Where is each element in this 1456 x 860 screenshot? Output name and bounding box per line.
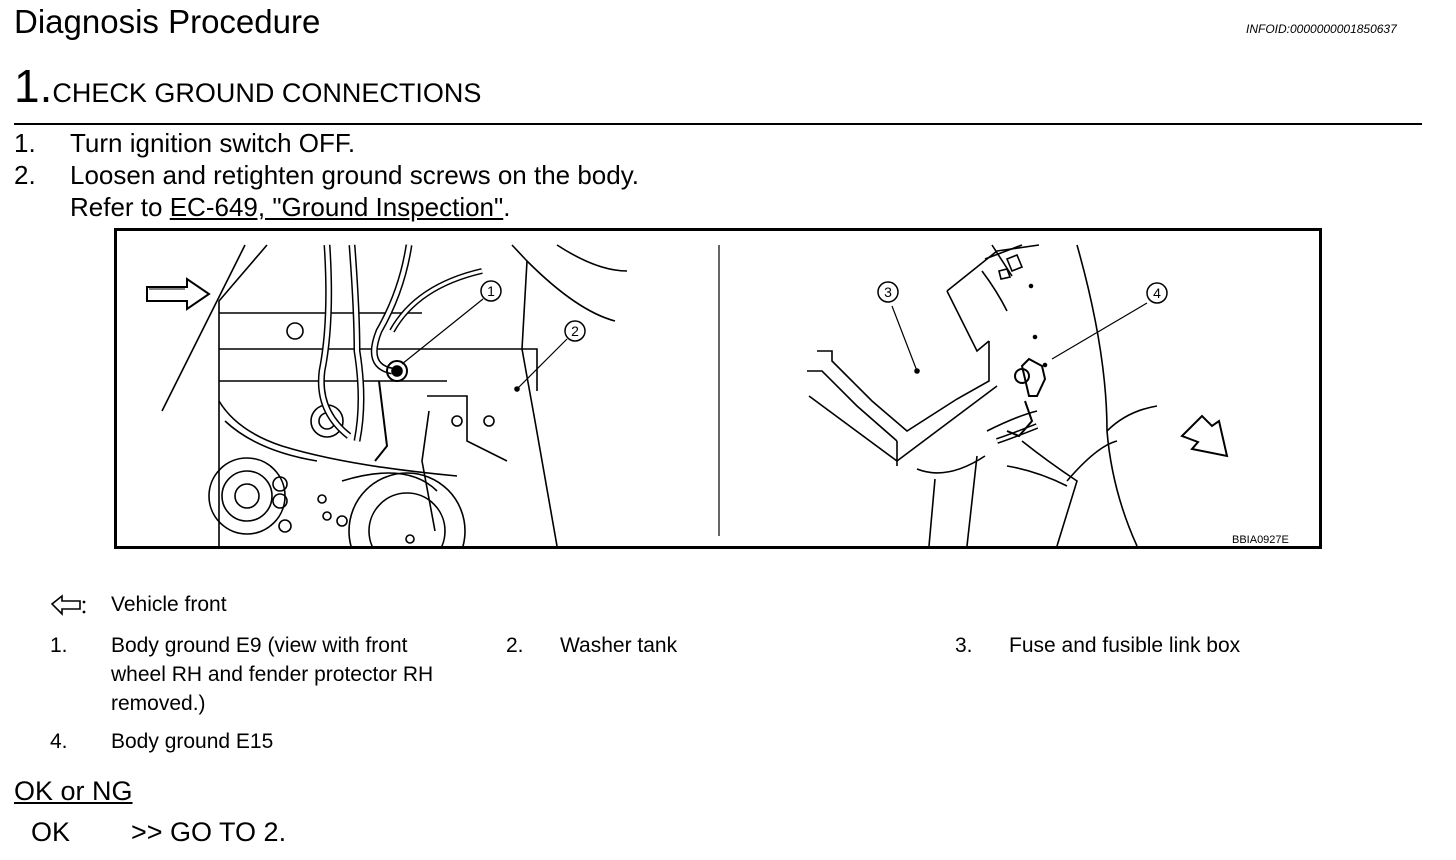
reference-suffix: . <box>503 192 511 222</box>
ok-label: OK <box>31 817 71 847</box>
instruction-2: 2. Loosen and retighten ground screws on… <box>0 159 900 191</box>
instruction-number: 1. <box>14 128 36 158</box>
legend-item-3: 3. Fuse and fusible link box <box>955 631 1355 661</box>
vehicle-front-arrow-icon <box>50 594 86 616</box>
figure-illustration: 1 2 3 4 BBIA0927E <box>146 244 1289 546</box>
instruction-text: Loosen and retighten ground screws on th… <box>70 160 640 190</box>
vehicle-front-arrow-icon <box>146 277 211 311</box>
page-title: Diagnosis Procedure <box>14 3 321 40</box>
reference-prefix: Refer to <box>70 192 170 222</box>
legend-item-1: 1. Body ground E9 (view with front wheel… <box>50 631 490 721</box>
ground-location-figure: 1 2 3 4 BBIA0927E <box>114 228 1322 549</box>
ok-or-ng-heading: OK or NG <box>14 776 133 806</box>
figure-code: BBIA0927E <box>1232 534 1289 546</box>
legend-text-line: wheel RH and fender protector RH <box>111 663 434 686</box>
legend-number: 4. <box>50 730 68 753</box>
legend-vehicle-front: Vehicle front <box>50 590 350 620</box>
legend-text-line: Washer tank <box>560 634 678 657</box>
ok-result-row: OK >> GO TO 2. <box>31 815 286 849</box>
legend-item-2: 2. Washer tank <box>506 631 906 661</box>
callout-2: 2 <box>571 323 579 339</box>
ok-action[interactable]: >> GO TO 2. <box>131 817 287 847</box>
legend-text-line: Body ground E9 (view with front <box>111 634 408 657</box>
instruction-text: Turn ignition switch OFF. <box>70 128 356 158</box>
callout-3: 3 <box>884 284 892 300</box>
legend-text-line: removed.) <box>111 692 206 715</box>
legend-number: 1. <box>50 634 68 657</box>
legend-number: 2. <box>506 634 524 657</box>
legend-arrow-label: Vehicle front <box>111 593 227 616</box>
step-number: 1. <box>14 60 53 112</box>
info-id: INFOID:0000000001850637 <box>1246 22 1397 36</box>
ground-inspection-link[interactable]: EC-649, "Ground Inspection" <box>169 192 504 222</box>
callout-4: 4 <box>1153 285 1161 301</box>
step-heading: 1.CHECK GROUND CONNECTIONS <box>14 60 481 119</box>
legend-number: 3. <box>955 634 973 657</box>
instruction-1: 1. Turn ignition switch OFF. <box>0 127 900 159</box>
legend-text-line: Body ground E15 <box>111 730 274 753</box>
callout-1: 1 <box>487 283 495 299</box>
legend-text-line: Fuse and fusible link box <box>1009 634 1241 657</box>
divider <box>14 123 1422 125</box>
step-title: CHECK GROUND CONNECTIONS <box>52 78 482 108</box>
instruction-number: 2. <box>14 160 36 190</box>
vehicle-front-arrow-down-right-icon <box>1180 414 1229 458</box>
legend-item-4: 4. Body ground E15 <box>50 727 450 757</box>
reference-line: Refer to EC-649, "Ground Inspection". <box>70 191 510 223</box>
